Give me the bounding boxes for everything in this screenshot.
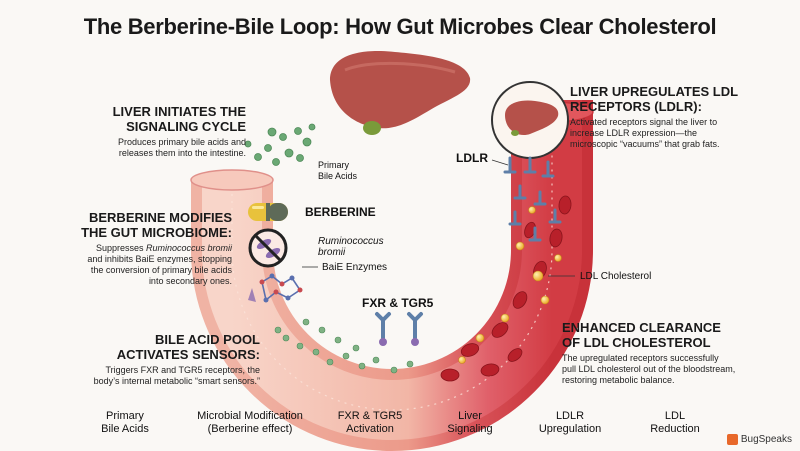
fxr-tgr5-label: FXR & TGR5 — [362, 296, 434, 310]
brand-name: BugSpeaks — [740, 434, 792, 445]
brand-icon — [726, 434, 738, 445]
brand-logo: BugSpeaks — [726, 434, 792, 445]
gut-opening-left — [190, 169, 274, 191]
berberine-label: BERBERINE — [305, 205, 376, 219]
ldl-particle-icon — [458, 206, 562, 364]
gut-loop-inner — [202, 100, 582, 440]
magnifier-icon — [491, 81, 569, 159]
page-title: The Berberine-Bile Loop: How Gut Microbe… — [83, 14, 717, 39]
ldlr-label: LDLR — [456, 151, 488, 165]
bile-acid-cluster — [244, 123, 316, 166]
red-blood-cell-icon — [440, 195, 572, 382]
capsule-icon — [248, 203, 288, 221]
baie-label: BaiE Enzymes — [322, 262, 388, 273]
receptor-icon — [375, 312, 423, 346]
ldlr-receptors — [503, 156, 562, 242]
no-bacteria-icon — [248, 228, 288, 268]
step-microbial-modification: Microbial Modification(Berberine effect) — [197, 410, 303, 435]
enzyme-structure — [248, 273, 303, 303]
bile-particles-gut — [274, 318, 414, 374]
ldl-cholesterol-label: LDL Cholesterol — [580, 271, 652, 282]
liver-icon — [330, 50, 471, 135]
